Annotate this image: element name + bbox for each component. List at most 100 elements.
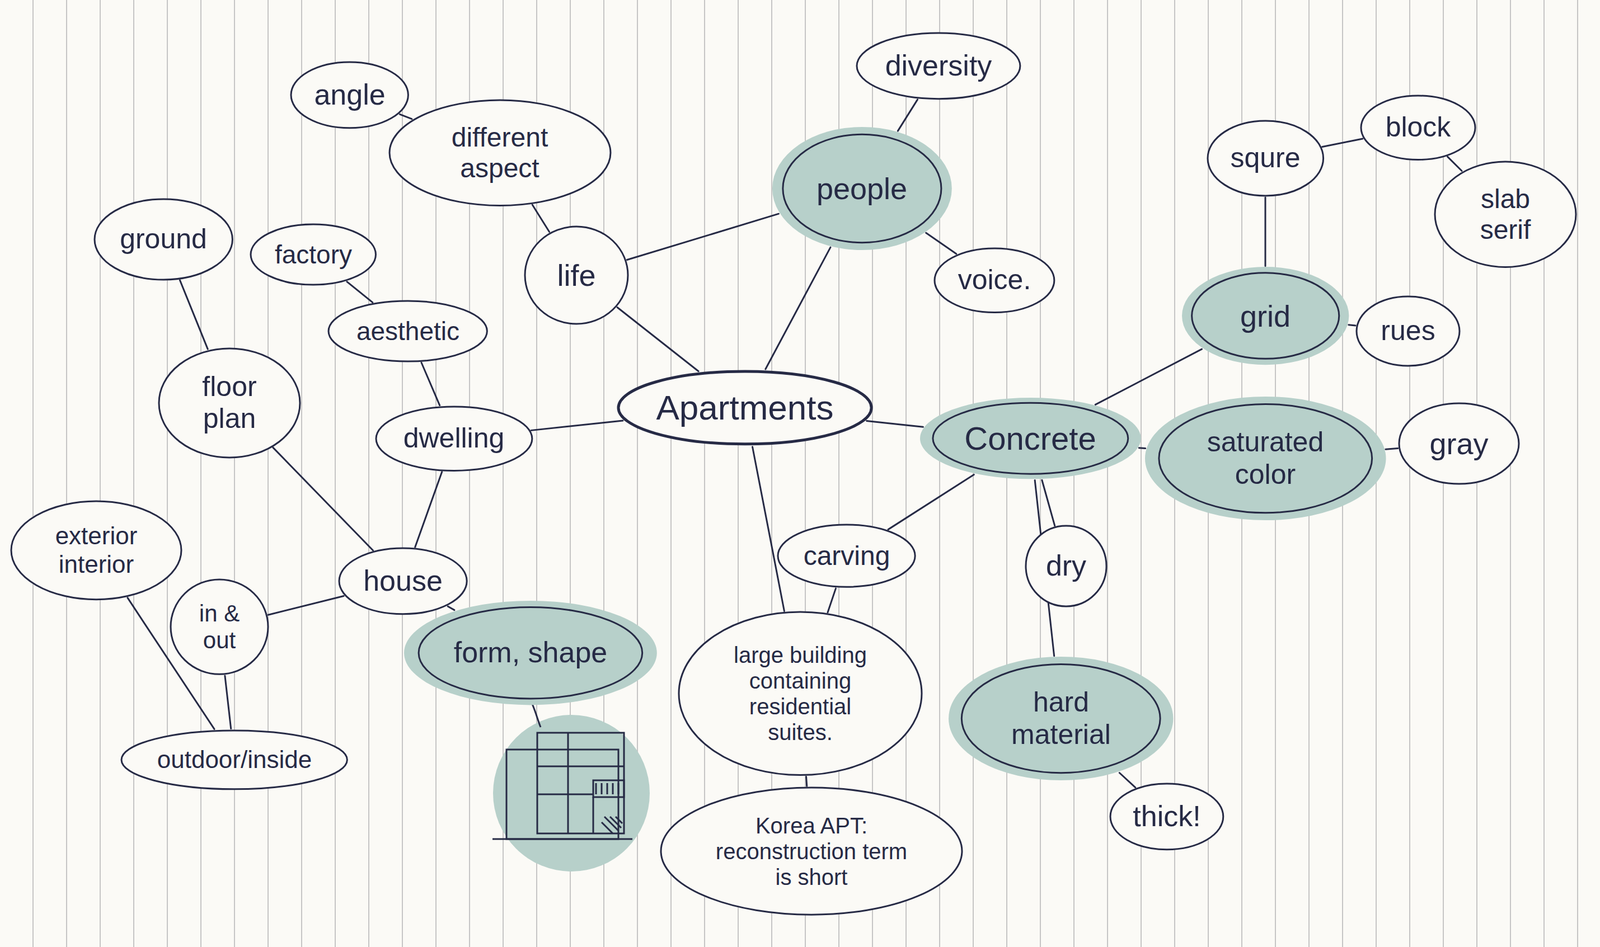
- idea-bubble: thick!: [1108, 782, 1226, 852]
- bubble-outline: [1433, 160, 1578, 270]
- connector: [926, 232, 957, 254]
- bubble-label: people: [816, 171, 908, 206]
- idea-bubble: angle: [289, 60, 410, 130]
- bubble-text: ground: [119, 223, 208, 256]
- connector: [897, 99, 918, 131]
- idea-bubble: ground: [92, 197, 234, 282]
- bubble-text: squre: [1230, 142, 1301, 175]
- idea-bubble: Korea APT: reconstruction term is short: [659, 786, 964, 917]
- bubble-border: [121, 730, 347, 790]
- bubble-border: [1361, 95, 1476, 161]
- connector: [1322, 138, 1363, 148]
- bubble-text: exterior interior: [40, 522, 153, 579]
- bubble-text: floor plan: [184, 371, 275, 436]
- bubble-label: in & out: [191, 600, 248, 655]
- highlight-blob: [920, 397, 1142, 480]
- bubble-border: [11, 501, 182, 600]
- bubble-border: [782, 134, 941, 243]
- idea-bubble: different aspect: [387, 98, 613, 208]
- idea-bubble: floor plan: [157, 346, 302, 460]
- connector: [1138, 447, 1146, 450]
- bubble-border: [158, 348, 300, 458]
- bubble-label: voice.: [958, 264, 1032, 297]
- bubble-border: [291, 62, 408, 129]
- highlight-blob: [404, 601, 658, 706]
- connector: [399, 114, 412, 119]
- bubble-text: Concrete: [964, 420, 1096, 458]
- bubble-border: [660, 787, 963, 916]
- bubble-border: [1110, 784, 1224, 851]
- bubble-border: [1434, 161, 1576, 268]
- highlighted-bubble: grid: [1180, 265, 1350, 367]
- bubble-text: saturated color: [1192, 426, 1339, 491]
- connector: [617, 307, 699, 372]
- idea-bubble: squre: [1206, 119, 1326, 198]
- idea-bubble: life: [523, 224, 630, 326]
- bubble-text: in & out: [191, 600, 248, 655]
- bubble-label: ground: [119, 223, 208, 256]
- bubble-label: rues: [1380, 315, 1435, 348]
- idea-bubble: dry: [1024, 524, 1109, 609]
- idea-bubble: dwelling: [374, 405, 534, 473]
- bubble-label: angle: [313, 78, 386, 112]
- bubble-text: gray: [1429, 426, 1489, 462]
- bubble-text: slab serif: [1460, 183, 1551, 246]
- bubble-text: block: [1385, 111, 1452, 144]
- bubble-border: [962, 664, 1161, 774]
- bubble-label: block: [1385, 111, 1452, 144]
- bubble-border: [678, 612, 922, 776]
- bubble-text: life: [556, 257, 596, 293]
- connector: [346, 282, 373, 303]
- bubble-label: carving: [803, 540, 891, 572]
- connector: [447, 606, 455, 611]
- bubble-label: Concrete: [964, 420, 1096, 458]
- bubble-text: people: [816, 171, 908, 206]
- bubble-text: form, shape: [453, 636, 608, 670]
- bubble-border: [1399, 403, 1519, 485]
- bubble-text: grid: [1240, 298, 1291, 334]
- bubble-label: floor plan: [184, 371, 275, 436]
- idea-bubble: voice.: [932, 246, 1057, 315]
- bubble-label: different aspect: [424, 122, 576, 184]
- bubble-label: squre: [1230, 142, 1301, 175]
- highlight-blob: [1181, 266, 1349, 365]
- bubble-label: life: [556, 257, 596, 293]
- bubble-label: aesthetic: [356, 316, 460, 347]
- bubble-border: [389, 100, 611, 206]
- bubble-text: carving: [803, 540, 891, 572]
- bubble-text: outdoor/inside: [157, 745, 312, 775]
- idea-bubble: slab serif: [1433, 160, 1578, 270]
- bubble-label: outdoor/inside: [157, 745, 312, 775]
- bubble-label: dwelling: [403, 422, 505, 455]
- building-drawing: [492, 733, 633, 840]
- bubble-border: [1025, 526, 1107, 607]
- connector: [531, 420, 623, 431]
- bubble-label: slab serif: [1460, 183, 1551, 246]
- idea-bubble: house: [337, 546, 469, 617]
- connector: [806, 777, 807, 787]
- bubble-border: [328, 301, 487, 362]
- bubble-border: [1191, 273, 1339, 359]
- bubble-border: [1159, 404, 1373, 514]
- connector: [179, 280, 208, 350]
- bubble-text: Apartments: [655, 387, 834, 428]
- bubble-text: voice.: [958, 264, 1032, 297]
- idea-bubble: gray: [1397, 401, 1521, 486]
- bubble-label: house: [363, 564, 443, 599]
- bubble-label: exterior interior: [40, 522, 153, 579]
- highlight-blob: [948, 657, 1173, 781]
- highlight-blob: [1145, 396, 1387, 521]
- bubble-text: large building containing residential su…: [716, 642, 885, 746]
- idea-bubble: diversity: [855, 31, 1022, 101]
- idea-bubble: factory: [249, 222, 378, 287]
- idea-bubble: block: [1359, 94, 1477, 162]
- connector: [532, 204, 550, 233]
- connector: [827, 588, 837, 613]
- bubble-border: [418, 607, 643, 699]
- bubble-label: saturated color: [1192, 426, 1339, 491]
- bubble-border: [618, 371, 872, 445]
- connector: [1095, 349, 1202, 405]
- connector: [224, 676, 232, 730]
- bubble-label: grid: [1240, 298, 1291, 334]
